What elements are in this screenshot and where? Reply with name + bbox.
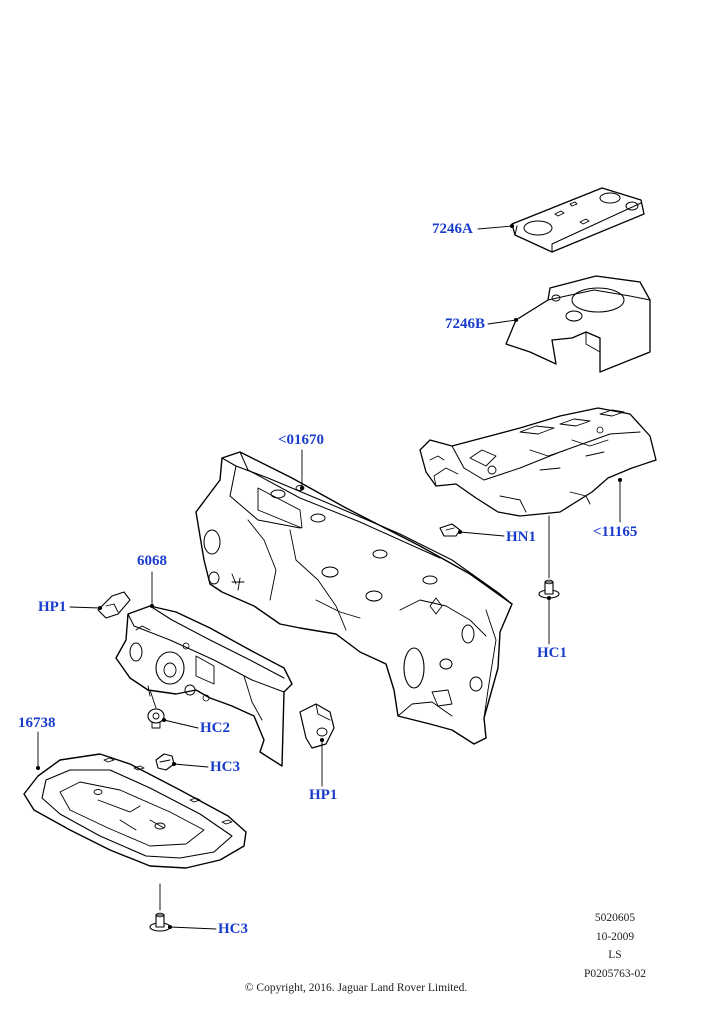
leader-hc3-upper	[173, 763, 209, 768]
part-7246b-tunnel-insulator	[505, 275, 651, 373]
label-11165[interactable]: <11165	[593, 524, 638, 540]
part-11165-panel	[419, 407, 657, 517]
part-hc3-lower-fastener	[149, 912, 171, 932]
part-16738-lower-cover	[23, 753, 247, 869]
reference-initials: LS	[608, 949, 622, 961]
leader-7246a	[477, 225, 513, 230]
part-hc1-fastener	[538, 579, 560, 599]
part-7246a-insulator-plate	[511, 187, 645, 253]
part-6068-dash-insulator	[115, 605, 293, 767]
reference-illustration-number: P0205763-02	[584, 967, 646, 980]
label-7246b[interactable]: 7246B	[445, 316, 486, 332]
part-hc2-fastener	[147, 708, 165, 729]
part-hp1-left-bracket	[97, 591, 131, 619]
illustration-reference: 5020605 10-2009 LS P0205763-02	[560, 909, 670, 983]
label-7246a[interactable]: 7246A	[432, 221, 473, 237]
leader-hp1-left	[69, 606, 101, 609]
leader-hn1	[459, 531, 505, 537]
reference-date: 10-2009	[595, 930, 635, 943]
part-hp1-right-bracket	[299, 703, 335, 749]
label-hc1[interactable]: HC1	[537, 645, 567, 661]
label-16738[interactable]: 16738	[18, 715, 56, 731]
part-hn1-clip	[439, 523, 461, 537]
label-hp1-right[interactable]: HP1	[309, 787, 338, 803]
leader-7246b	[487, 319, 517, 325]
label-hc3-upper[interactable]: HC3	[210, 759, 240, 775]
part-01670-bulkhead	[195, 451, 513, 745]
copyright-notice: © Copyright, 2016. Jaguar Land Rover Lim…	[244, 982, 468, 994]
label-hn1[interactable]: HN1	[506, 529, 536, 545]
label-01670[interactable]: <01670	[278, 432, 325, 448]
part-hc3-upper-clip	[155, 753, 175, 771]
leader-hc2	[149, 689, 199, 729]
label-6068[interactable]: 6068	[137, 553, 167, 569]
leader-hc3-lower	[159, 883, 217, 930]
reference-code: 5020605	[594, 912, 636, 924]
leader-lines	[35, 223, 623, 930]
label-hc2[interactable]: HC2	[200, 720, 230, 736]
label-hp1-left[interactable]: HP1	[38, 599, 67, 615]
label-hc3-lower[interactable]: HC3	[218, 921, 248, 937]
